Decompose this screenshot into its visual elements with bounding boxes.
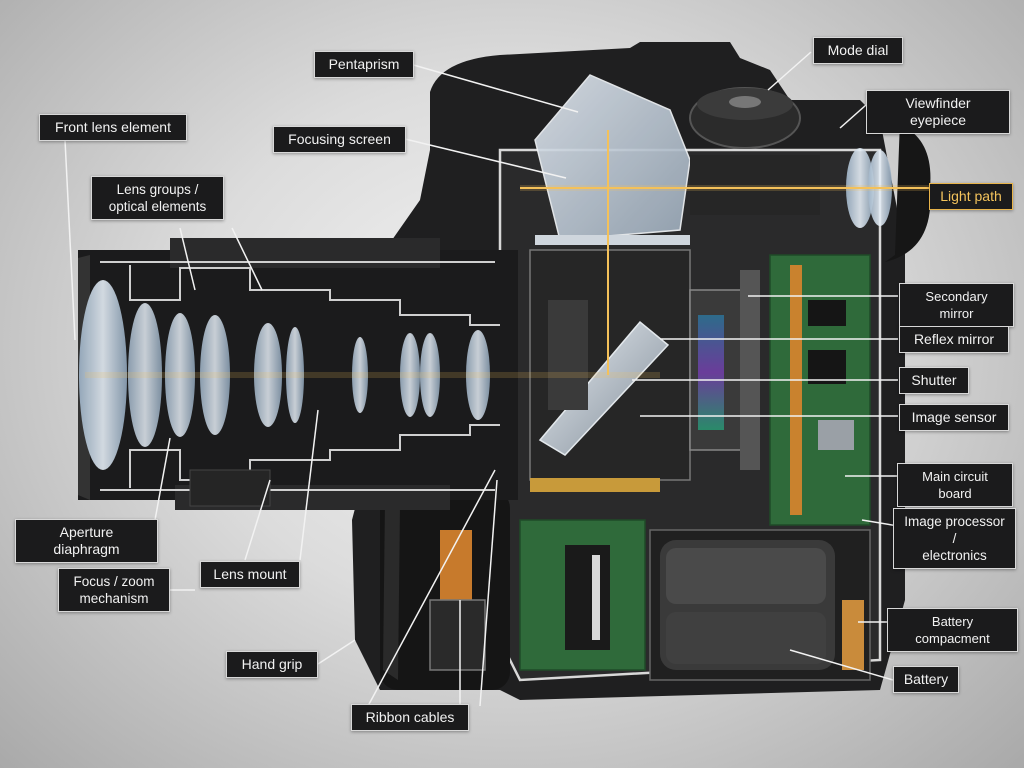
label-lens-mount: Lens mount <box>200 561 300 588</box>
label-shutter: Shutter <box>899 367 969 394</box>
label-aperture-diaphragm: Aperture diaphragm <box>15 519 158 563</box>
label-hand-grip: Hand grip <box>226 651 318 678</box>
sensor-assembly <box>689 270 760 470</box>
circuit-boards <box>519 254 871 671</box>
label-battery: Battery <box>893 666 959 693</box>
label-image-processor: Image processor / electronics <box>893 508 1016 569</box>
label-battery-compartment: Battery compacment <box>887 608 1018 652</box>
mirror-box <box>529 249 691 492</box>
leader-lines <box>64 51 899 707</box>
label-ribbon-cables: Ribbon cables <box>351 704 469 731</box>
light-path-lines <box>85 130 930 378</box>
label-image-sensor: Image sensor <box>899 404 1009 431</box>
pentaprism-assembly <box>534 74 931 262</box>
label-light-path: Light path <box>929 183 1013 210</box>
mode-dial <box>689 87 801 149</box>
label-viewfinder-eyepiece: Viewfinder eyepiece <box>866 90 1010 134</box>
label-lens-groups: Lens groups / optical elements <box>91 176 224 220</box>
label-mode-dial: Mode dial <box>813 37 903 64</box>
label-front-lens-element: Front lens element <box>39 114 187 141</box>
label-reflex-mirror: Reflex mirror <box>899 326 1009 353</box>
label-secondary-mirror: Secondary mirror <box>899 283 1014 327</box>
label-focusing-screen: Focusing screen <box>273 126 406 153</box>
label-main-circuit-board: Main circuit board <box>897 463 1013 507</box>
reflex-mirror-shape <box>538 320 670 456</box>
label-pentaprism: Pentaprism <box>314 51 414 78</box>
battery-assembly <box>649 529 871 681</box>
label-focus-zoom: Focus / zoom mechanism <box>58 568 170 612</box>
